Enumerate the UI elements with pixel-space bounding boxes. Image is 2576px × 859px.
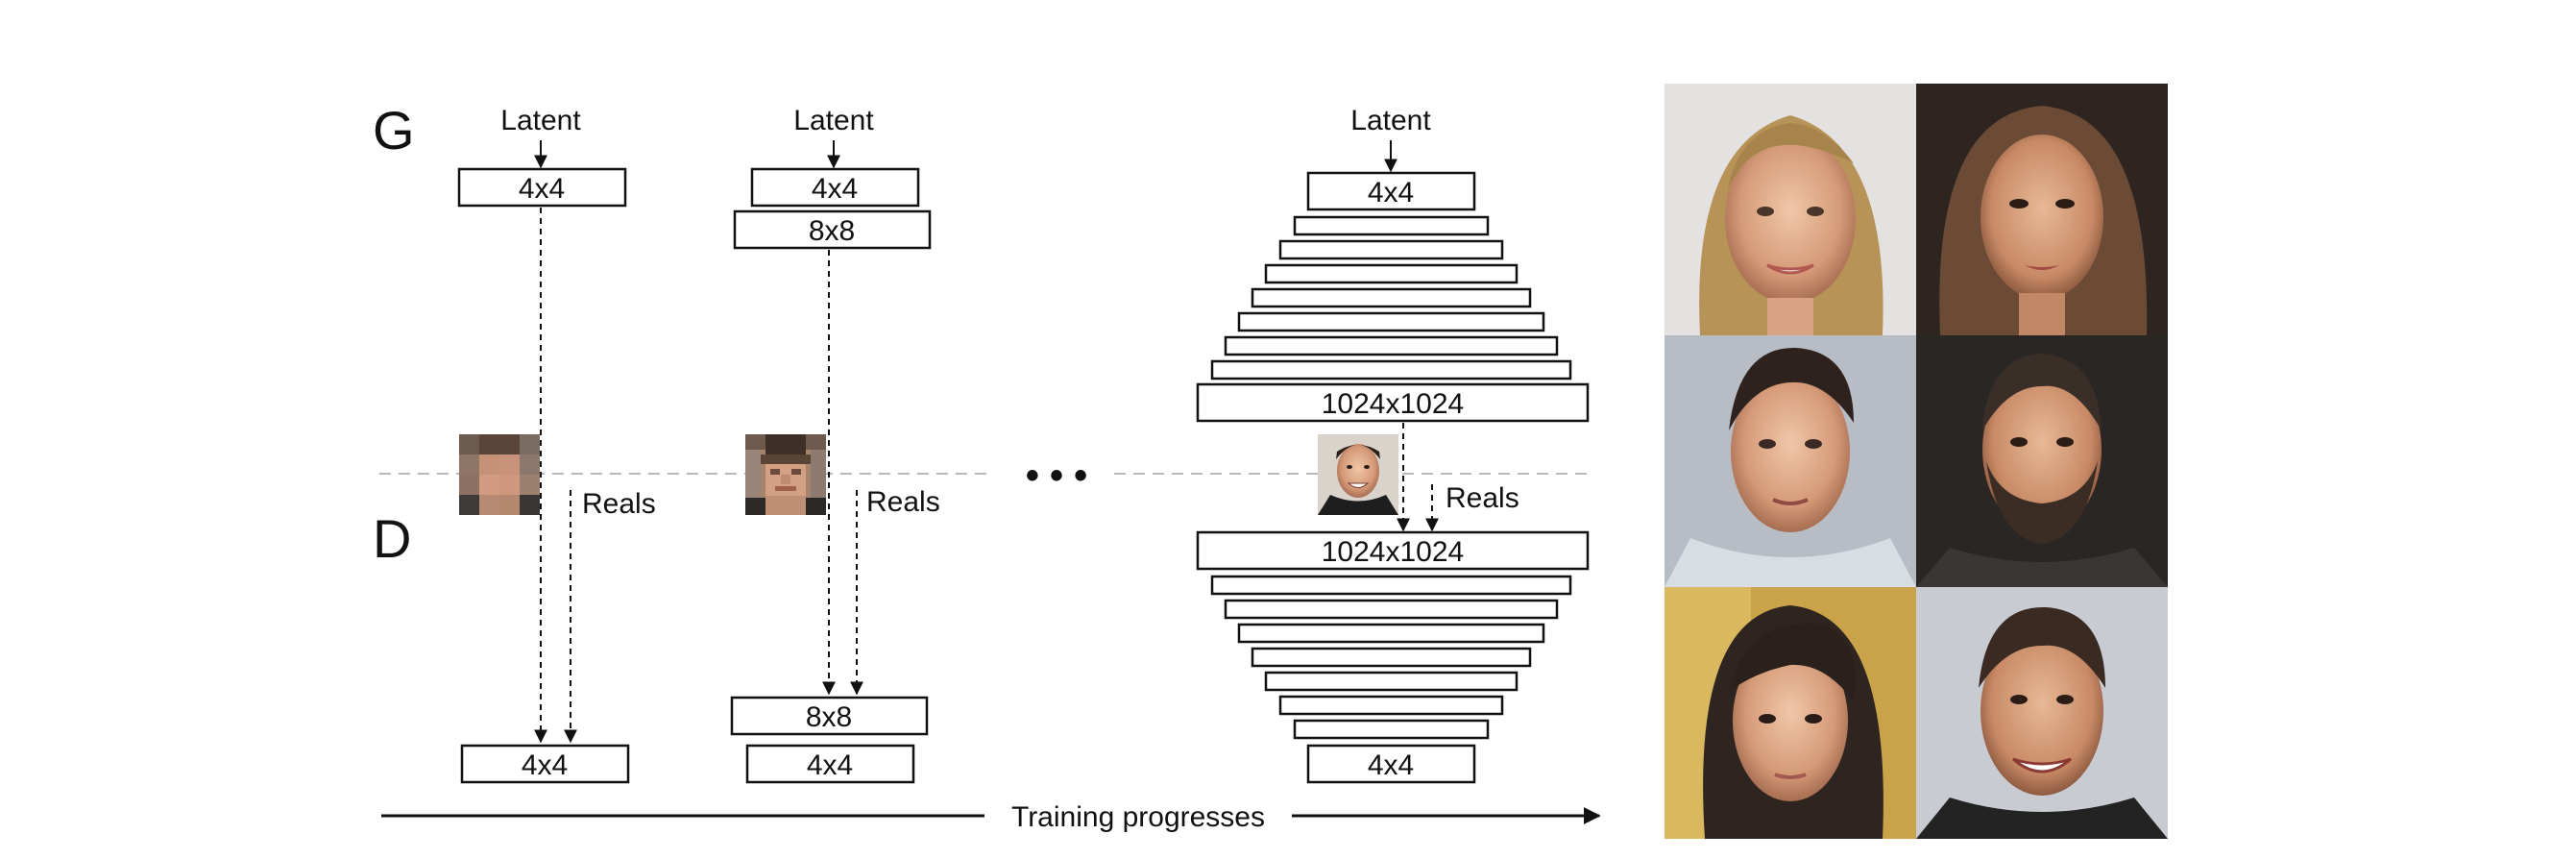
g-block-4x4 <box>457 167 627 208</box>
d-intermediate-layers <box>1210 575 1572 740</box>
g-block-label: 4x4 <box>519 173 565 205</box>
g-block-label: 4x4 <box>1368 177 1414 209</box>
latent-label: Latent <box>793 105 874 136</box>
d-block-label: 8x8 <box>806 701 852 733</box>
progress-label: Training progresses <box>1011 801 1265 833</box>
d-block-1024x1024 <box>1196 530 1590 571</box>
reals-label: Reals <box>1446 482 1519 514</box>
face-thumbnail-4x4-icon <box>459 434 540 515</box>
g-block-label: 8x8 <box>809 215 855 247</box>
training-progress-arrow: Training progresses <box>381 801 1601 833</box>
d-block-4x4 <box>745 744 915 784</box>
g-block-label: 4x4 <box>812 173 858 205</box>
g-block-4x4 <box>750 167 920 208</box>
g-block-1024x1024 <box>1196 382 1590 423</box>
g-block-label: 1024x1024 <box>1322 388 1464 420</box>
generated-face-3 <box>1665 335 1916 587</box>
generated-face-5 <box>1665 587 1916 839</box>
stage-1: Latent 4x4 Reals 4x4 <box>457 105 656 784</box>
d-block-4x4 <box>1306 744 1476 784</box>
g-block-8x8 <box>733 209 932 250</box>
g-intermediate-layers <box>1210 215 1572 380</box>
stage-3: Latent 4x4 1024x1024 Real <box>1196 105 1590 784</box>
generated-face-4 <box>1916 335 2168 587</box>
generated-face-6 <box>1916 587 2168 839</box>
generator-label: G <box>373 100 415 160</box>
d-block-label: 4x4 <box>807 749 853 781</box>
ellipsis: • • • <box>1026 454 1087 497</box>
reals-label: Reals <box>866 486 940 518</box>
latent-label: Latent <box>1350 105 1431 136</box>
discriminator-label: D <box>373 508 411 569</box>
g-block-4x4 <box>1306 171 1476 211</box>
reals-label: Reals <box>582 488 656 520</box>
d-block-4x4 <box>460 744 630 784</box>
face-thumbnail-8x8-icon <box>745 434 826 515</box>
face-thumbnail-1024-icon <box>1318 434 1398 515</box>
d-block-label: 4x4 <box>522 749 568 781</box>
d-block-label: 4x4 <box>1368 749 1414 781</box>
latent-label: Latent <box>500 105 581 136</box>
stage-2: Latent 4x4 8x8 Reals 8x8 4x4 <box>730 105 940 784</box>
d-block-8x8 <box>730 696 929 736</box>
generated-faces-grid-icon <box>1665 84 2168 839</box>
generated-face-1 <box>1665 84 1916 335</box>
d-block-label: 1024x1024 <box>1322 536 1464 568</box>
generated-face-2 <box>1916 84 2168 335</box>
